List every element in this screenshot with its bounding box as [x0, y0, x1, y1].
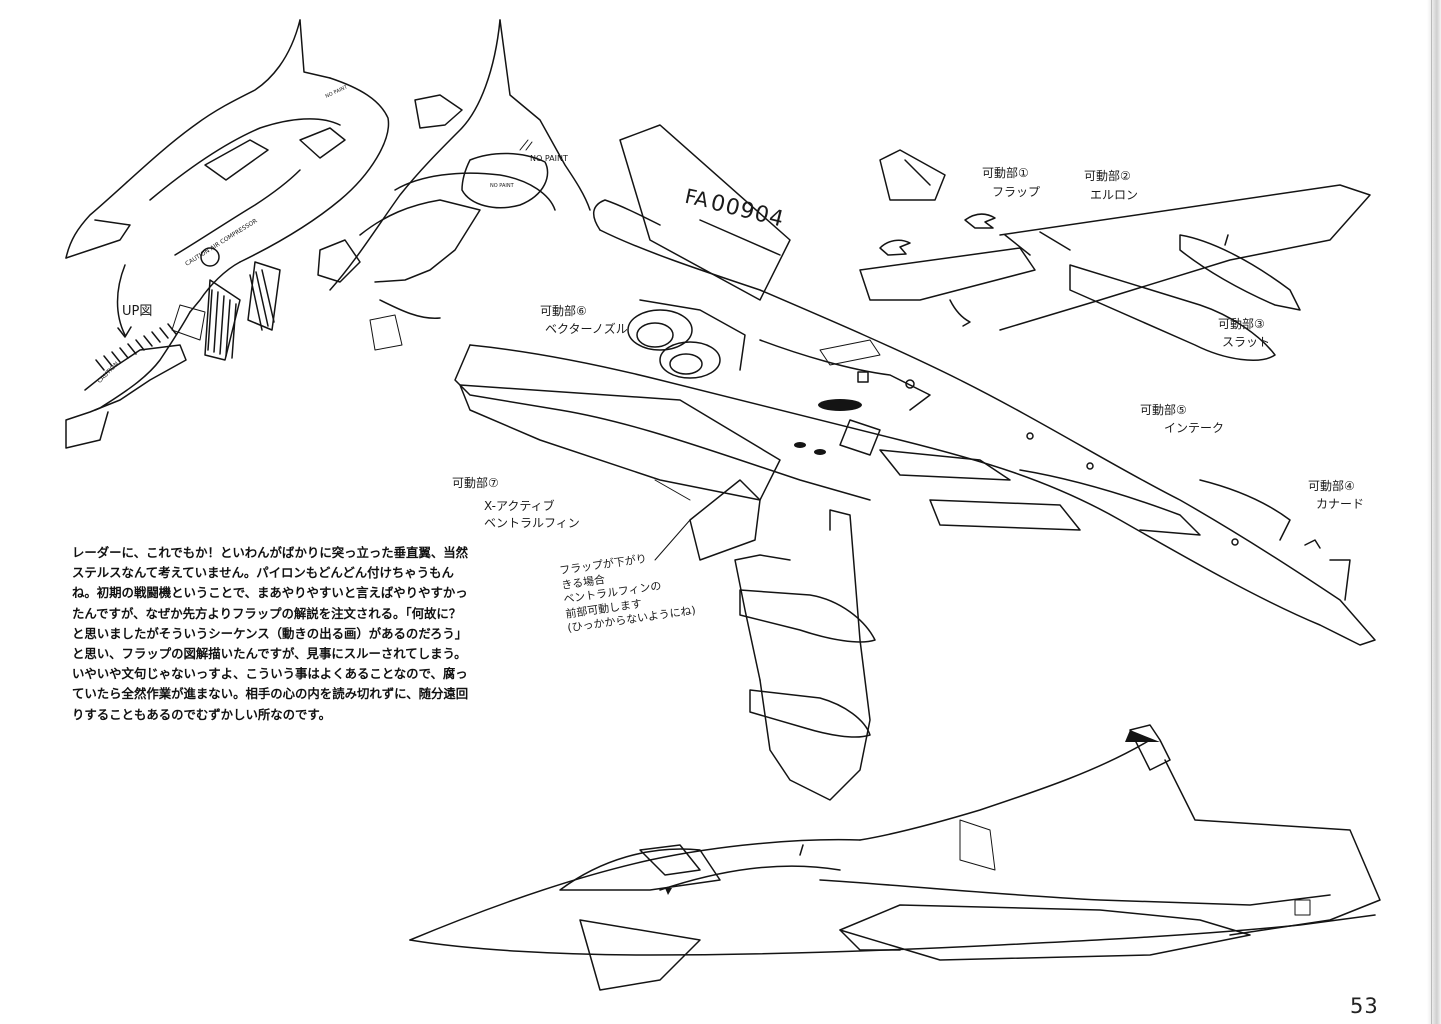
main-aircraft-drawing [454, 124, 1376, 801]
part-1-title: 可動部① [982, 166, 1029, 180]
part-7-name: X-アクティブ ベントラルフィン [484, 499, 580, 531]
part-1-name: フラップ [992, 185, 1041, 199]
up-view-label: UP図 [122, 304, 153, 319]
no-paint-small-label: NO PAINT [490, 183, 514, 189]
up-view-drawing [65, 19, 591, 449]
serial-prefix-label: FA [682, 183, 711, 213]
part-6-title: 可動部⑥ [540, 304, 587, 318]
part-5-name: インテーク [1164, 421, 1225, 435]
commentary-text: レーダーに、これでもか！といわんがばかりに突っ立った垂直翼、当然ステルスなんて考… [72, 545, 469, 722]
part-2-title: 可動部② [1084, 169, 1131, 183]
part-7-title: 可動部⑦ [452, 476, 499, 490]
no-paint-label: NO PAINT [530, 154, 568, 163]
part-3-name: スラット [1222, 335, 1271, 349]
page-number: 53 [1350, 994, 1379, 1018]
part-4-title: 可動部④ [1308, 479, 1355, 493]
part-6-name: ベクターノズル [545, 322, 628, 336]
part-3-title: 可動部③ [1218, 317, 1265, 331]
page-edge [1427, 0, 1441, 1024]
part-5-title: 可動部⑤ [1140, 403, 1187, 417]
part-2-name: エルロン [1090, 188, 1139, 202]
side-view-drawing [409, 724, 1381, 991]
part-4-name: カナード [1316, 497, 1365, 511]
